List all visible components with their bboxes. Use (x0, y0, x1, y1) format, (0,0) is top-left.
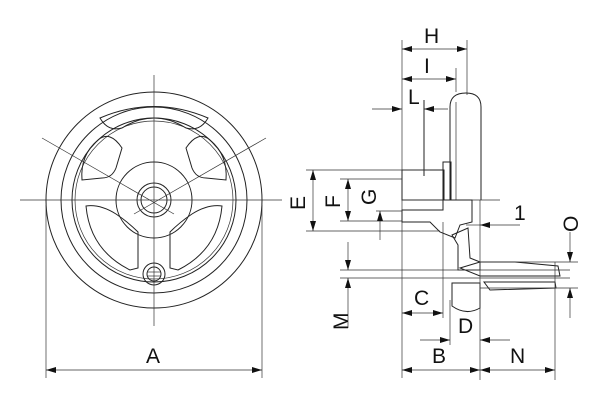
hub-section (401, 199, 473, 239)
hub-outline (401, 169, 445, 201)
label-h: H (424, 25, 439, 48)
label-1: 1 (514, 202, 526, 225)
label-f: F (322, 195, 345, 208)
rim-section (451, 282, 481, 312)
label-e: E (287, 196, 310, 210)
knob-pin (458, 261, 561, 277)
label-m: M (330, 313, 353, 331)
spoke-window-left (81, 135, 123, 181)
label-b: B (432, 345, 446, 368)
spoke-window-bottom-right (169, 205, 223, 271)
knob-pin-lower (483, 281, 557, 291)
side-view: H I L E F G 1 (287, 25, 583, 380)
spoke-window-right (185, 135, 227, 181)
label-d: D (458, 315, 473, 338)
front-view: A (20, 75, 282, 378)
label-l: L (408, 86, 420, 109)
label-n: N (510, 345, 525, 368)
spoke-window-top (99, 106, 209, 130)
label-g: G (358, 189, 381, 205)
spoke-window-bottom-left (85, 205, 139, 271)
label-a: A (146, 345, 160, 368)
label-c: C (414, 287, 429, 310)
handle (449, 92, 482, 200)
label-i: I (424, 55, 430, 78)
label-o: O (560, 216, 583, 232)
